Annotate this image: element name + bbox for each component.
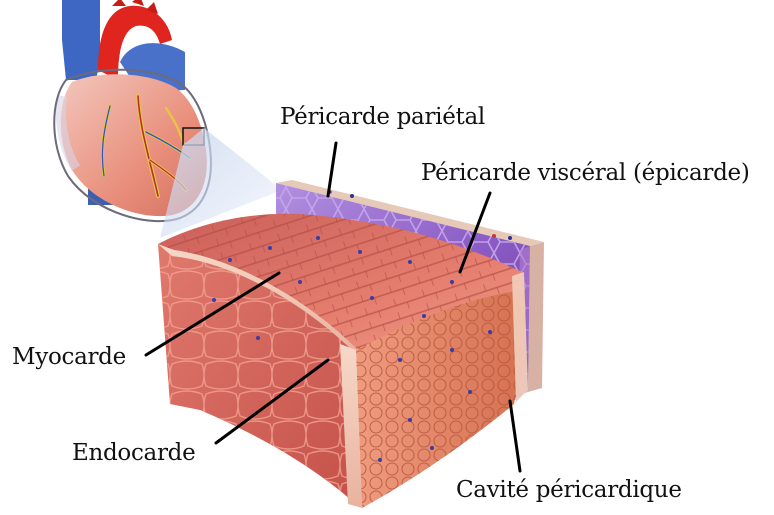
label-pericarde-parietal: Péricarde pariétal [280, 104, 485, 130]
leader-pericarde-parietal [328, 143, 336, 196]
label-endocarde: Endocarde [72, 440, 195, 466]
vena-cava [62, 0, 100, 80]
leader-cavite-pericardique [510, 401, 520, 471]
label-myocarde: Myocarde [12, 344, 126, 370]
label-pericarde-visceral: Péricarde viscéral (épicarde) [421, 160, 750, 186]
label-cavite-pericardique: Cavité péricardique [456, 477, 682, 503]
myocardium-block [158, 214, 528, 508]
